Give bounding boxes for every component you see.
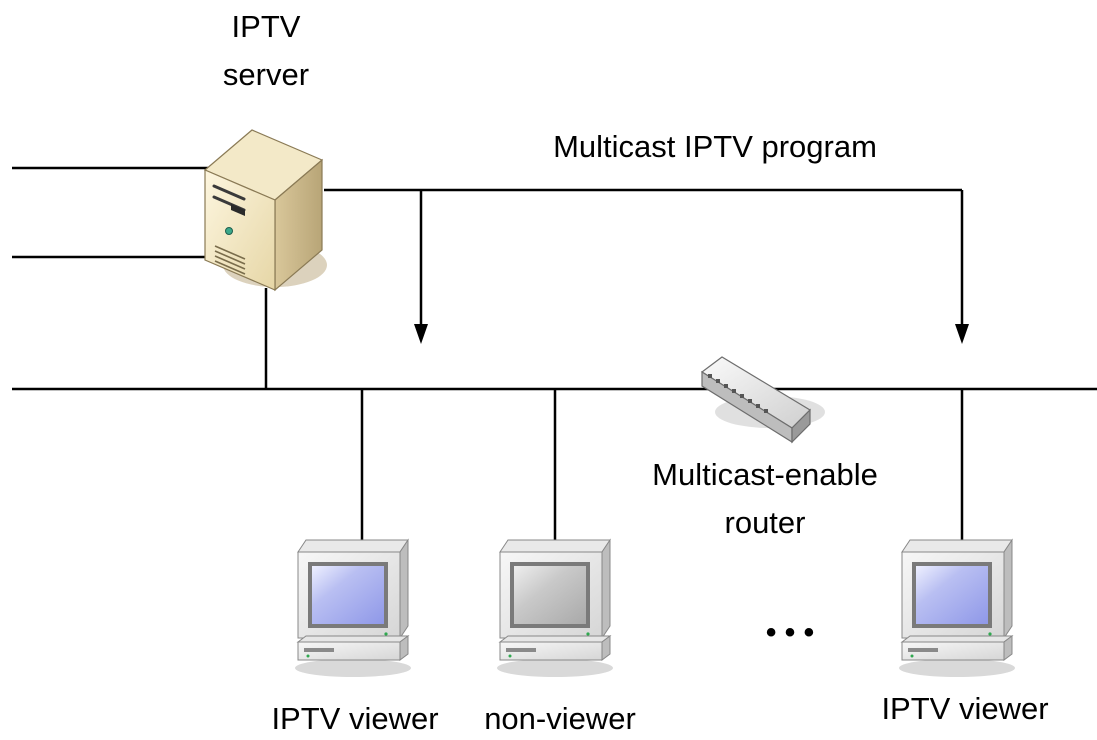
client-label-viewer-1: IPTV viewer [271,701,439,736]
router-label-line1: Multicast-enable [652,457,878,492]
server-tower-icon [203,129,327,292]
network-links [12,166,1097,540]
ellipsis-more-clients: • • • [765,616,815,649]
multicast-program-label: Multicast IPTV program [553,129,877,164]
multicast-arrowheads [414,324,969,344]
computer-non-viewer-icon [497,538,613,677]
server-title-line1: IPTV [231,9,301,44]
client-label-non-viewer: non-viewer [484,701,636,736]
computer-iptv-viewer-1-icon [295,538,411,677]
router-icon [700,356,825,444]
router-label-line2: router [724,505,806,540]
arrowhead-left-icon [414,324,428,344]
server-title-line2: server [222,57,310,92]
computer-iptv-viewer-2-icon [899,538,1015,677]
arrowhead-right-icon [955,324,969,344]
client-label-viewer-2: IPTV viewer [881,691,1049,726]
